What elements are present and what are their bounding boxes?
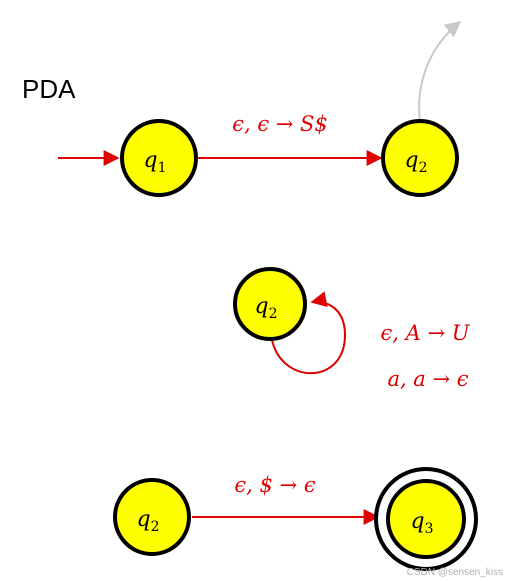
state-q2-top-label: q [404,148,418,173]
state-q2-bottom[interactable]: q2 [113,478,191,556]
state-q3-subscript: 3 [425,521,434,537]
state-q2-top[interactable]: q2 [381,119,459,197]
watermark: CSDN @sensen_kiss [407,567,503,578]
state-q1-subscript: 1 [158,160,167,176]
state-q2-bottom-subscript: 2 [151,519,160,535]
svg-text:q2: q2 [404,148,427,176]
state-q3-label: q [410,509,424,534]
self-loop-label-2: a, a → ϵ [387,367,468,391]
state-q2-top-subscript: 2 [419,160,428,176]
svg-text:q2: q2 [136,507,159,535]
diagram-title: PDA [22,74,76,104]
state-q2-middle-subscript: 2 [269,306,278,322]
svg-text:q3: q3 [410,509,433,537]
svg-text:q2: q2 [254,294,277,322]
svg-text:q1: q1 [143,148,166,176]
self-loop-label-1: ϵ, A → U [381,321,471,345]
state-q1[interactable]: q1 [120,119,198,197]
transition-label-q2-q3: ϵ, $ → ϵ [234,473,315,497]
state-q3-accepting[interactable]: q3 [374,467,478,571]
state-q1-label: q [143,148,157,173]
state-q2-middle-label: q [254,294,268,319]
state-q2-bottom-label: q [136,507,150,532]
self-loop-q2 [271,291,347,375]
transition-label-q1-q2: ϵ, ϵ → S$ [232,112,328,136]
faint-arrow [418,20,462,123]
state-q2-middle[interactable]: q2 [233,267,307,341]
